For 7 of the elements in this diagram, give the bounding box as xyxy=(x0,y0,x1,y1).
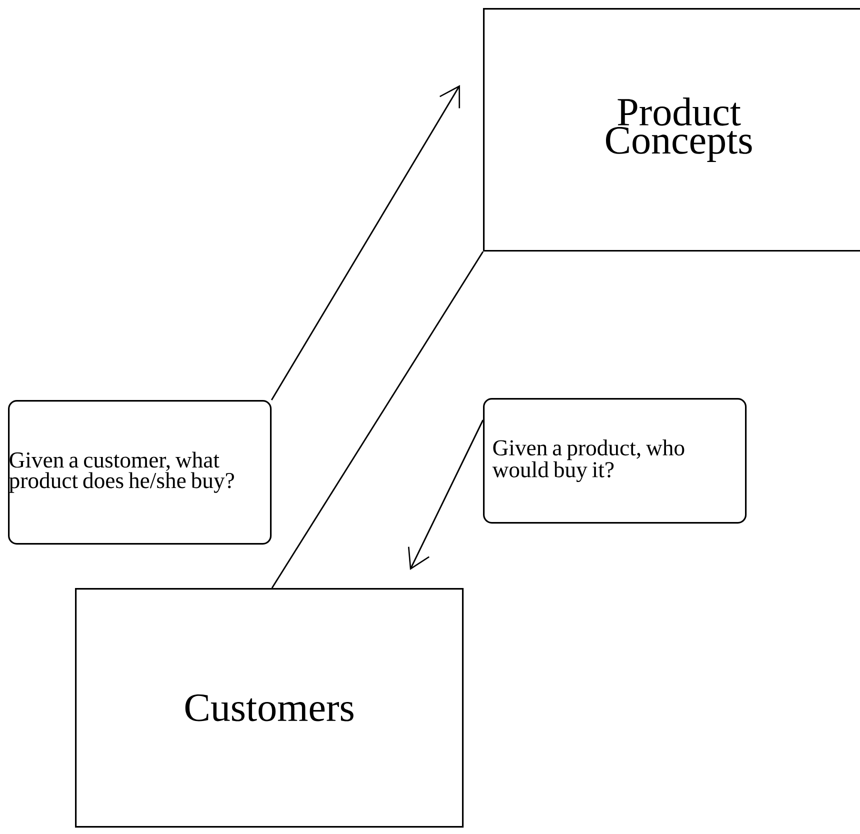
arrow xyxy=(408,420,484,570)
arrow xyxy=(270,85,460,400)
connector-line xyxy=(271,251,484,588)
concept-box: Product Concepts xyxy=(483,8,860,252)
customer-box: Customers xyxy=(75,588,464,828)
question-callout: Given a product, who would buy it? xyxy=(483,398,747,524)
question-callout: Given a customer, what product does he/she buy? xyxy=(8,400,272,545)
